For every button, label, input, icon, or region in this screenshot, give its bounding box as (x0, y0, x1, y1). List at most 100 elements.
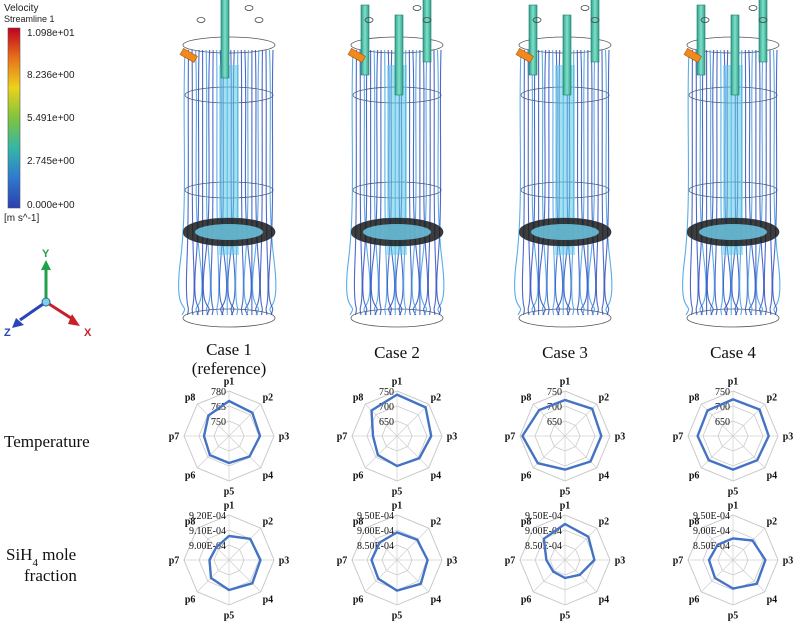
radar-spoke-label: p6 (689, 470, 700, 481)
radar-series-line (202, 399, 262, 465)
radar-tick-label: 9.00E-04 (525, 526, 562, 537)
radar-spoke-label: p7 (337, 556, 348, 567)
radar-spoke (196, 527, 230, 561)
radar-spoke-label: p3 (615, 432, 626, 443)
streamline (601, 49, 605, 316)
radar-spoke-label: p7 (169, 556, 180, 567)
radar-spoke-label: p1 (728, 501, 739, 512)
radar-spoke-label: p1 (560, 377, 571, 388)
streamline (346, 49, 354, 316)
radar-spoke (196, 559, 230, 593)
case-3-label: Case 3 (542, 343, 588, 362)
radar-tick-label: 9.00E-04 (357, 526, 394, 537)
radar-spoke-label: p3 (279, 432, 290, 443)
radar-spoke-label: p3 (447, 432, 458, 443)
port-marker (422, 17, 432, 23)
radar-spoke-label: p7 (673, 556, 684, 567)
z-axis-label: Z (4, 327, 11, 339)
radar-spoke (532, 527, 566, 561)
streamline (178, 49, 186, 316)
reactor-outline-ring (686, 308, 780, 328)
radar-spoke-label: p2 (263, 517, 274, 528)
radar-spoke (564, 435, 598, 469)
streamline (370, 49, 379, 316)
streamline (695, 49, 699, 316)
radar-spoke-label: p3 (615, 556, 626, 567)
radar-tick-label: 8.50E-04 (693, 541, 730, 552)
x-axis-label: X (84, 327, 92, 339)
case-1-label: Case 1 (206, 340, 252, 359)
inlet-pipe (696, 4, 706, 76)
radar-tick-label: 8.50E-04 (525, 541, 562, 552)
radar-spoke-label: p1 (560, 501, 571, 512)
radar-spoke-label: p2 (431, 517, 442, 528)
radar-spoke-label: p4 (767, 594, 778, 605)
radar-spoke-label: p1 (728, 377, 739, 388)
radar-spoke-label: p6 (521, 470, 532, 481)
radar-spoke (564, 527, 598, 561)
streamline (363, 49, 371, 316)
radar-spoke-label: p3 (783, 556, 794, 567)
streamline (268, 49, 277, 316)
radar-spoke-label: p8 (689, 517, 700, 528)
streamline (604, 49, 613, 316)
streamline (604, 49, 610, 316)
streamline (195, 49, 203, 316)
radar-spoke (700, 559, 734, 593)
radar-spoke-label: p2 (599, 393, 610, 404)
reactor-case-2 (346, 0, 445, 328)
streamline (254, 49, 261, 316)
streamline (706, 49, 715, 316)
case-2-label: Case 2 (374, 343, 420, 362)
radar-tick-label: 9.50E-04 (525, 511, 562, 522)
port-marker (700, 17, 710, 23)
port-marker (580, 5, 590, 11)
radar-spoke-label: p2 (767, 393, 778, 404)
inlet-pipe (590, 0, 600, 63)
streamline (699, 49, 707, 316)
radar-spoke (396, 559, 430, 593)
legend-tick-min: 0.000e+00 (27, 200, 75, 211)
radar-spoke-label: p6 (353, 470, 364, 481)
radar-spoke-label: p8 (521, 517, 532, 528)
radar-spoke-label: p3 (447, 556, 458, 567)
radar-spoke (228, 559, 262, 593)
radar-tick-label: 9.50E-04 (357, 511, 394, 522)
radar-tick-label: 9.50E-04 (693, 511, 730, 522)
radar-tick-label: 750 (379, 387, 394, 398)
radar-tick-label: 700 (547, 402, 562, 413)
streamline (265, 49, 269, 316)
inlet-pipe (758, 0, 768, 63)
radar-spoke-label: p8 (353, 517, 364, 528)
side-inlet (347, 47, 366, 63)
legend-colorbar (7, 27, 21, 209)
radar-spoke (364, 527, 398, 561)
radar-spoke-label: p4 (263, 470, 274, 481)
radar-spoke-label: p5 (224, 487, 235, 498)
inlet-pipe (730, 14, 740, 96)
radar-spoke-label: p5 (392, 487, 403, 498)
radar-tick-label: 750 (715, 387, 730, 398)
case-labels: Case 1 (reference) Case 2 Case 3 Case 4 (192, 340, 757, 378)
radar-spoke-label: p2 (263, 393, 274, 404)
side-inlet (179, 47, 198, 63)
radar-series-line (542, 522, 596, 580)
streamline (268, 49, 274, 316)
radar-spoke-label: p5 (392, 611, 403, 622)
case-4-label: Case 4 (710, 343, 756, 362)
radar-spoke-label: p5 (224, 611, 235, 622)
radar-spoke-label: p6 (185, 470, 196, 481)
legend-subtitle: Streamline 1 (4, 14, 55, 24)
radar-spoke (196, 435, 230, 469)
radar-spoke (732, 559, 766, 593)
radar-spoke-label: p6 (521, 594, 532, 605)
legend-tick-max: 1.098e+01 (27, 28, 75, 39)
streamline (689, 49, 694, 316)
streamline (748, 49, 756, 316)
port-marker (244, 5, 254, 11)
port-marker (758, 17, 768, 23)
z-arrowhead-icon (12, 318, 24, 328)
reactor-case-1 (178, 0, 277, 328)
